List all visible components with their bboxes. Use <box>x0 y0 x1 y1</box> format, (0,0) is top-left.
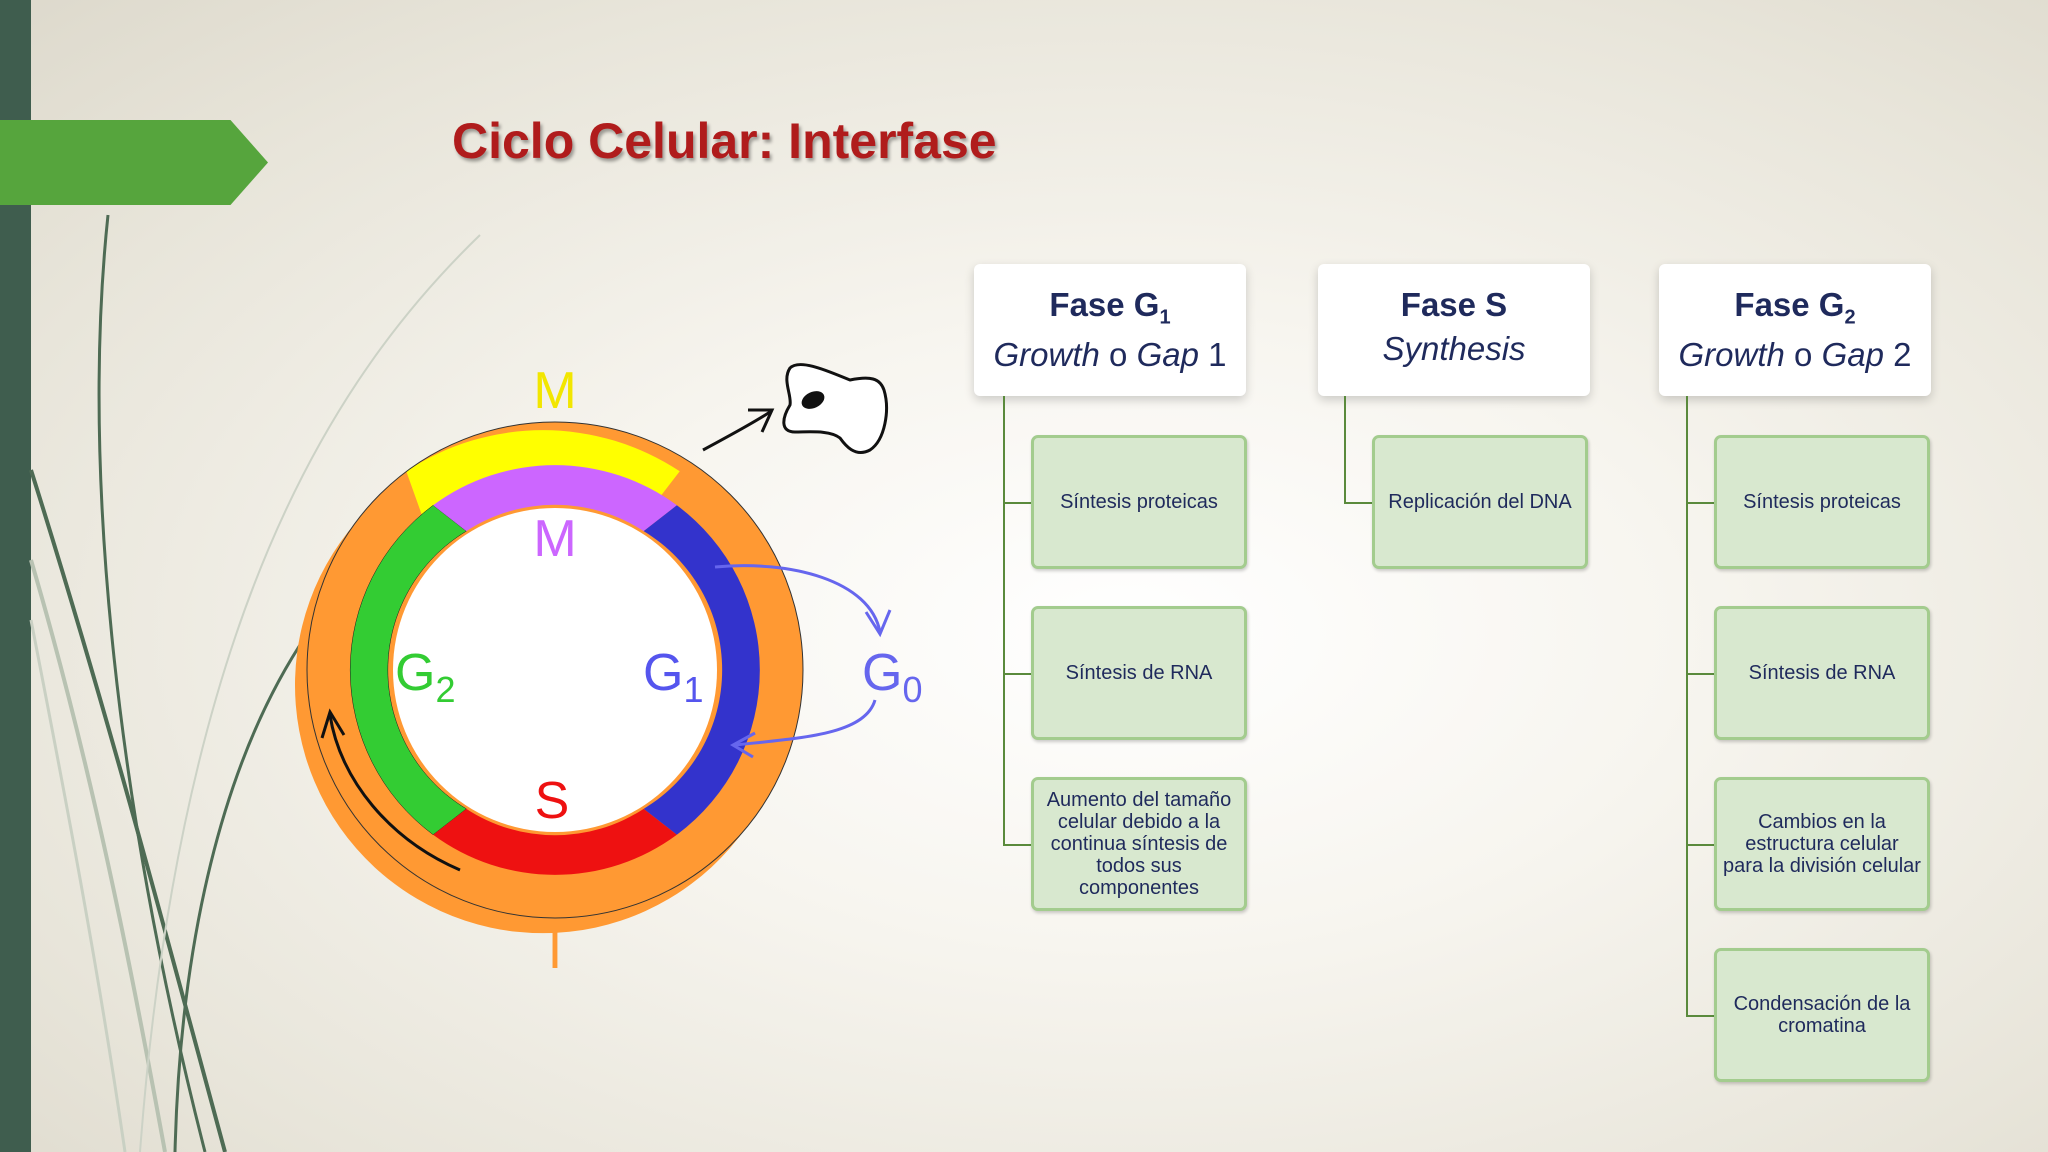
phase-g2-branch <box>1686 1015 1714 1017</box>
phase-g1-title: Fase G1 <box>1049 286 1171 329</box>
cycle-direction-arrow <box>328 714 461 872</box>
phase-g2-branch <box>1686 502 1714 504</box>
label-g0: G0 <box>862 644 922 710</box>
phase-g1-item: Aumento del tamaño celular debido a la c… <box>1031 777 1247 911</box>
label-s: S <box>535 772 570 830</box>
cell-sketch-icon <box>782 363 888 454</box>
phase-g1-branch <box>1003 502 1031 504</box>
label-m-outer: M <box>533 362 576 420</box>
phase-g2-subtitle: Growth o Gap 2 <box>1678 335 1912 373</box>
g0-to-g1-arrow <box>734 699 877 747</box>
label-m-inner: M <box>533 510 576 568</box>
cell-cycle-diagram: M M G2 G1 G0 S I <box>294 362 922 980</box>
label-g2: G2 <box>395 644 455 710</box>
label-g1: G1 <box>643 644 703 710</box>
phase-g2-item: Condensación de la cromatina <box>1714 948 1930 1082</box>
g1-to-g0-arrow <box>714 564 882 633</box>
phase-g1-branch <box>1003 844 1031 846</box>
page-title: Ciclo Celular: Interfase <box>452 113 997 169</box>
mitosis-inner-segment <box>433 465 677 532</box>
phase-g1-subtitle: Growth o Gap 1 <box>993 335 1227 373</box>
phase-g1-tree-line <box>1003 396 1005 846</box>
phase-g2-branch <box>1686 844 1714 846</box>
phase-g2-header: Fase G2 Growth o Gap 2 <box>1659 264 1931 396</box>
decorative-grass-lines <box>29 214 481 1152</box>
phase-g2-tree-line <box>1686 396 1688 1017</box>
phase-g1-item: Síntesis proteicas <box>1031 435 1247 569</box>
phase-g2-item: Cambios en la estructura celular para la… <box>1714 777 1930 911</box>
phase-s-item: Replicación del DNA <box>1372 435 1588 569</box>
phase-g2-branch <box>1686 673 1714 675</box>
phase-s-subtitle: Synthesis <box>1382 330 1526 367</box>
phase-g2-item: Síntesis proteicas <box>1714 435 1930 569</box>
mitosis-arrow <box>702 410 771 452</box>
phase-s-branch <box>1344 502 1372 504</box>
g1-segment <box>643 505 760 835</box>
phase-g1-branch <box>1003 673 1031 675</box>
phase-s-tree-line <box>1344 396 1346 504</box>
title-arrow-banner <box>0 120 268 205</box>
phase-g1-header: Fase G1 Growth o Gap 1 <box>974 264 1246 396</box>
phase-g1-item: Síntesis de RNA <box>1031 606 1247 740</box>
phase-g2-title: Fase G2 <box>1734 286 1856 329</box>
phase-s-header: Fase S Synthesis <box>1318 264 1590 396</box>
phase-s-title: Fase S <box>1400 286 1508 323</box>
label-i: I <box>548 922 562 980</box>
s-segment <box>433 808 677 875</box>
phase-g2-item: Síntesis de RNA <box>1714 606 1930 740</box>
